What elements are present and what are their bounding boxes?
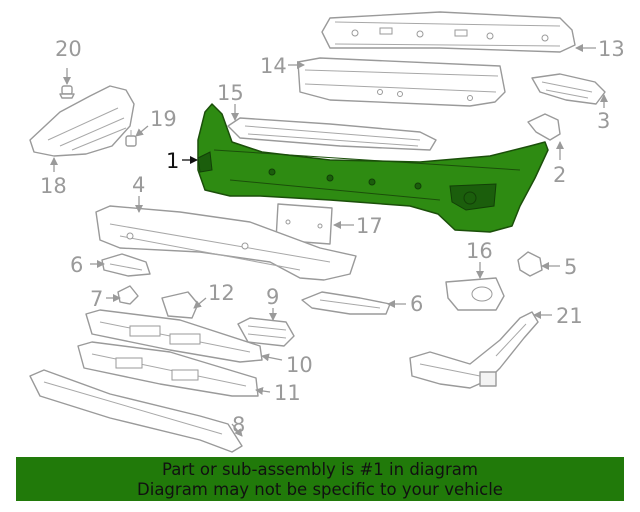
callout-5[interactable]: 5	[541, 255, 577, 279]
info-banner: Part or sub-assembly is #1 in diagram Di…	[16, 457, 624, 501]
callout-label: 20	[55, 37, 82, 61]
callout-label: 13	[598, 37, 625, 61]
callout-label: 19	[150, 107, 177, 131]
callout-8[interactable]: 8	[231, 413, 245, 437]
part-5-connector[interactable]	[517, 251, 543, 277]
callout-label: 4	[132, 173, 145, 197]
callout-label: 11	[274, 381, 301, 405]
callout-label: 21	[556, 304, 583, 328]
part-20-push-pin[interactable]	[59, 85, 75, 99]
banner-line-1: Part or sub-assembly is #1 in diagram	[162, 460, 478, 479]
part-6-right-bracket[interactable]	[301, 291, 391, 315]
part-12-cover[interactable]	[161, 291, 199, 319]
part-7-clip[interactable]	[117, 285, 139, 305]
callout-label: 6	[410, 292, 423, 316]
part-3-bracket[interactable]	[531, 73, 606, 105]
callout-21[interactable]: 21	[533, 304, 583, 328]
callout-12[interactable]: 12	[193, 281, 235, 309]
callout-label: 6	[70, 253, 83, 277]
callout-7[interactable]: 7	[90, 287, 121, 311]
callout-label: 16	[466, 239, 493, 263]
callout-label: 8	[232, 413, 245, 437]
callout-18[interactable]: 18	[40, 157, 67, 198]
part-8-lower-trim[interactable]	[29, 369, 243, 453]
part-13-reinforcement-bar[interactable]	[321, 11, 576, 53]
callout-label: 12	[208, 281, 235, 305]
part-21-tow-bracket[interactable]	[409, 311, 539, 389]
callout-6-right[interactable]: 6	[387, 292, 423, 316]
callout-label: 2	[553, 163, 566, 187]
callout-label: 17	[356, 214, 383, 238]
callout-6-left[interactable]: 6	[70, 253, 105, 277]
part-15-retainer[interactable]	[227, 117, 437, 151]
callout-label: 5	[564, 255, 577, 279]
part-18-under-shield[interactable]	[29, 85, 135, 157]
callout-17[interactable]: 17	[333, 214, 383, 238]
callout-9[interactable]: 9	[266, 285, 279, 321]
callout-11[interactable]: 11	[255, 381, 301, 405]
callout-label: 14	[260, 54, 287, 78]
part-16-bezel[interactable]	[445, 277, 505, 311]
part-17-license-bracket[interactable]	[275, 203, 333, 245]
part-2-clip[interactable]	[527, 113, 561, 141]
callout-16[interactable]: 16	[466, 239, 493, 279]
callout-label: 1	[166, 149, 179, 173]
callout-20[interactable]: 20	[55, 37, 82, 85]
callout-label: 9	[266, 285, 279, 309]
callout-label: 15	[217, 81, 244, 105]
callout-label: 3	[597, 109, 610, 133]
banner-line-2: Diagram may not be specific to your vehi…	[137, 480, 503, 499]
callout-13[interactable]: 13	[575, 37, 625, 61]
callout-label: 18	[40, 174, 67, 198]
part-1-bumper-fascia[interactable]	[197, 103, 549, 233]
part-19-screw[interactable]	[125, 130, 137, 147]
callout-1[interactable]: 1	[166, 149, 198, 173]
callout-2[interactable]: 2	[553, 141, 566, 187]
callout-4[interactable]: 4	[132, 173, 145, 213]
part-6-left-bracket[interactable]	[101, 253, 151, 277]
part-4-lower-valance[interactable]	[95, 205, 357, 281]
callout-15[interactable]: 15	[217, 81, 244, 121]
callout-10[interactable]: 10	[261, 353, 313, 377]
callout-14[interactable]: 14	[260, 54, 305, 78]
parts-diagram: 1 2 3 4 5 6 6 7 8 9 10 11	[29, 11, 625, 453]
callout-label: 10	[286, 353, 313, 377]
callout-19[interactable]: 19	[135, 107, 177, 137]
part-11-grille[interactable]	[77, 341, 259, 397]
part-14-energy-absorber[interactable]	[297, 57, 506, 107]
callout-3[interactable]: 3	[597, 94, 610, 133]
callout-label: 7	[90, 287, 103, 311]
